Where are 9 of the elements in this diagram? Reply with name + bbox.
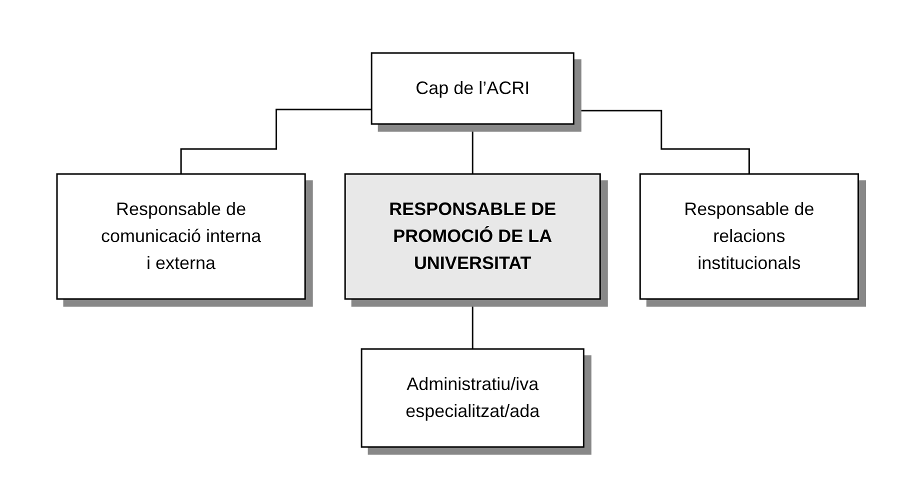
connector <box>472 298 474 350</box>
node-box: RESPONSABLE DE PROMOCIÓ DE LA UNIVERSITAT <box>344 172 602 300</box>
connector <box>472 122 474 174</box>
node-box: Responsable de comunicació interna i externa <box>56 172 306 300</box>
connector <box>574 109 750 174</box>
node-box: Responsable de relacions institucionals <box>640 172 860 300</box>
connector <box>180 108 372 174</box>
node-box: Administratiu/iva especialitzat/ada <box>361 348 585 448</box>
node-box: Cap de l’ACRI <box>371 52 575 124</box>
